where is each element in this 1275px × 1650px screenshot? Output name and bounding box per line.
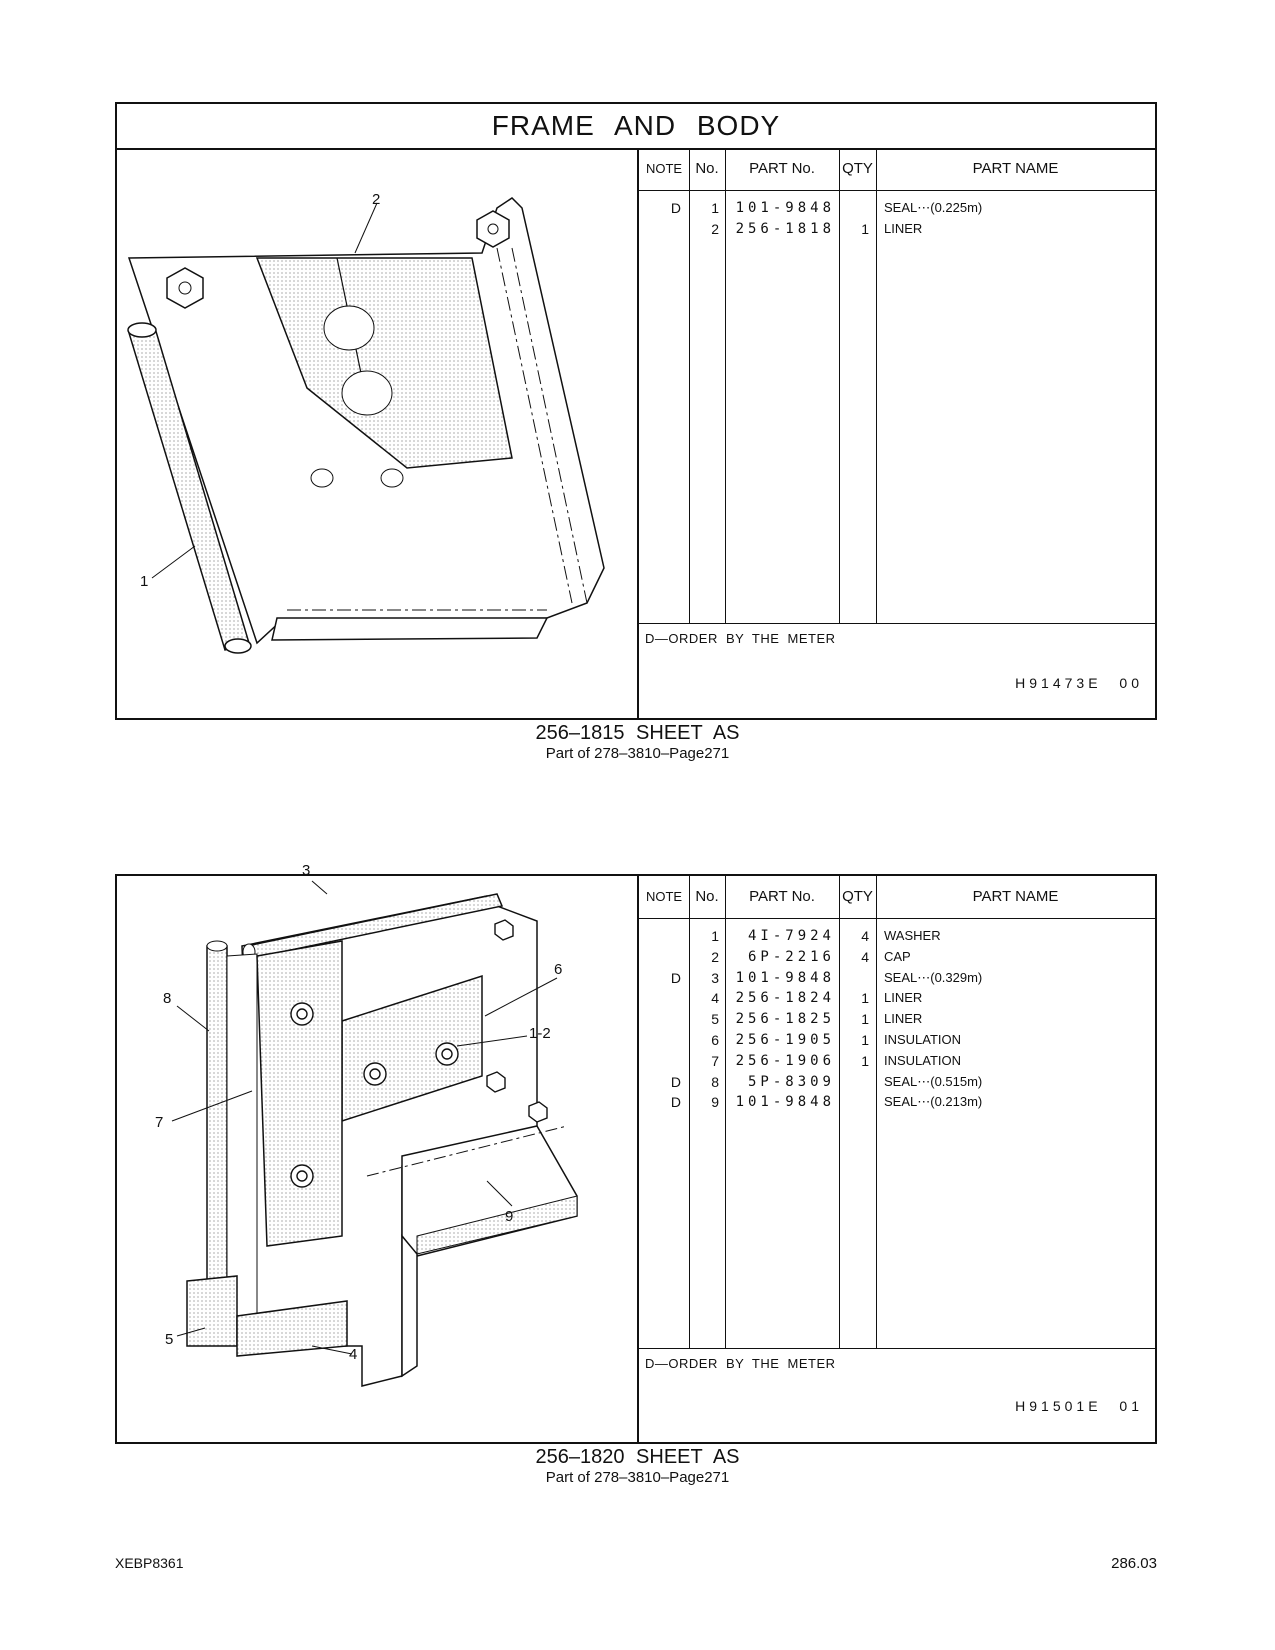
sheet1-caption-block: 256–1815 SHEET AS Part of 278–3810–Page2…	[0, 722, 1275, 762]
row-no: 2	[711, 948, 719, 965]
row-qty: 1	[861, 221, 869, 237]
sheet1-header-part-no: PART No.	[749, 160, 815, 177]
row-no: 1	[711, 200, 719, 216]
sheet1-parts-table: NOTE No. PART No. QTY PART NAME D 1 101-98…	[639, 148, 1155, 718]
sheet2-footnote: D—ORDER BY THE METER	[645, 1356, 836, 1371]
sheet2-caption-block: 256–1820 SHEET AS Part of 278–3810–Page2…	[0, 1446, 1275, 1486]
sheet1-drawing: 2 1	[117, 148, 639, 718]
row-note: D	[670, 1073, 681, 1090]
row-part-no: 4I-7924	[747, 928, 835, 944]
row-part-no: 256-1824	[735, 990, 835, 1007]
row-part-no: 256-1818	[735, 221, 835, 237]
row-part-name: INSULATION	[884, 1032, 962, 1047]
sheet1-header-note: NOTE	[645, 161, 683, 176]
row-no: 8	[711, 1073, 719, 1090]
sheet1-header-qty: QTY	[842, 160, 873, 177]
sheet1-illustration	[127, 197, 605, 654]
footer-doc-id: XEBP8361	[115, 1555, 184, 1571]
sheet2-illustration	[171, 880, 578, 1387]
sheet1-subcaption: Part of 278–3810–Page271	[545, 745, 730, 762]
sheet2-callout-7: 7	[155, 1114, 164, 1131]
sheet1-footnote: D—ORDER BY THE METER	[645, 631, 836, 646]
sheet1-callout-2: 2	[372, 191, 381, 208]
sheet2-callout-1-2: 1-2	[529, 1025, 551, 1042]
sheet2-parts-table: NOTE No. PART No. QTY PART NAME 1 4I-7924…	[639, 876, 1155, 1442]
row-part-no: 6P-2216	[747, 948, 835, 965]
sheet1-frame: FRAME AND BODY	[115, 102, 1157, 720]
row-part-no: 5P-8309	[747, 1073, 835, 1090]
row-qty: 1	[861, 1052, 869, 1069]
row-no: 4	[711, 990, 719, 1007]
row-part-name: LINER	[884, 1011, 923, 1027]
sheet2-header-part-no: PART No.	[749, 888, 815, 905]
sheet2-callout-5: 5	[165, 1331, 174, 1348]
row-part-name: CAP	[884, 948, 911, 964]
sheet2-caption: 256–1820 SHEET AS	[535, 1446, 740, 1468]
row-part-no: 256-1906	[735, 1052, 835, 1069]
sheet2-callout-9: 9	[505, 1208, 514, 1225]
sheet2-callout-8: 8	[163, 990, 172, 1007]
row-qty: 1	[861, 990, 869, 1007]
sheet2-header-part-name: PART NAME	[972, 888, 1059, 905]
row-part-name: SEAL⋯(0.329m)	[884, 969, 983, 985]
sheet2-drawing-code: H91501E 01	[1015, 1398, 1143, 1414]
sheet2-header-note: NOTE	[645, 889, 683, 904]
row-no: 7	[711, 1052, 719, 1069]
sheet2-callout-6: 6	[554, 961, 563, 978]
row-part-no: 101-9848	[735, 969, 835, 986]
row-qty: 4	[861, 928, 869, 944]
row-no: 5	[711, 1011, 719, 1028]
row-qty: 1	[861, 1032, 869, 1048]
row-part-no: 256-1905	[735, 1032, 835, 1048]
row-part-name: SEAL⋯(0.225m)	[884, 200, 983, 215]
row-no: 1	[711, 928, 719, 944]
row-part-name: SEAL⋯(0.515m)	[884, 1073, 983, 1089]
sheet1-drawing-code: H91473E 00	[1015, 675, 1143, 691]
sheet1-header-part-name: PART NAME	[972, 160, 1059, 177]
row-part-no: 101-9848	[735, 200, 835, 216]
row-note: D	[670, 200, 681, 216]
sheet1-header-no: No.	[695, 160, 719, 177]
row-no: 9	[711, 1094, 719, 1111]
row-part-name: INSULATION	[884, 1052, 962, 1068]
sheet1-caption: 256–1815 SHEET AS	[535, 722, 740, 744]
sheet2-callout-3: 3	[302, 862, 311, 879]
row-qty: 4	[861, 948, 869, 965]
row-part-no: 101-9848	[735, 1094, 835, 1111]
sheet2-header-qty: QTY	[842, 888, 873, 905]
sheet2-header-no: No.	[695, 888, 719, 905]
sheet2-callout-4: 4	[349, 1346, 358, 1363]
row-part-name: WASHER	[884, 928, 941, 943]
row-part-name: SEAL⋯(0.213m)	[884, 1094, 983, 1110]
row-no: 6	[711, 1032, 719, 1048]
sheet2-drawing: 3 6 8 1-2 7 9 5 4	[117, 862, 639, 1442]
sheet2-frame: 3 6 8 1-2 7 9 5 4 NOTE No. PART No. QTY …	[115, 862, 1157, 1444]
sheet1-callout-1: 1	[140, 573, 149, 590]
row-part-no: 256-1825	[735, 1011, 835, 1028]
row-part-name: LINER	[884, 221, 923, 236]
row-part-name: LINER	[884, 990, 923, 1006]
footer-page-number: 286.03	[1111, 1555, 1157, 1572]
sheet1-title: FRAME AND BODY	[117, 104, 1155, 150]
row-no: 2	[711, 221, 719, 237]
row-note: D	[670, 1094, 681, 1111]
row-qty: 1	[861, 1011, 869, 1028]
row-note: D	[670, 969, 681, 986]
row-no: 3	[711, 969, 719, 986]
sheet2-subcaption: Part of 278–3810–Page271	[545, 1469, 730, 1486]
